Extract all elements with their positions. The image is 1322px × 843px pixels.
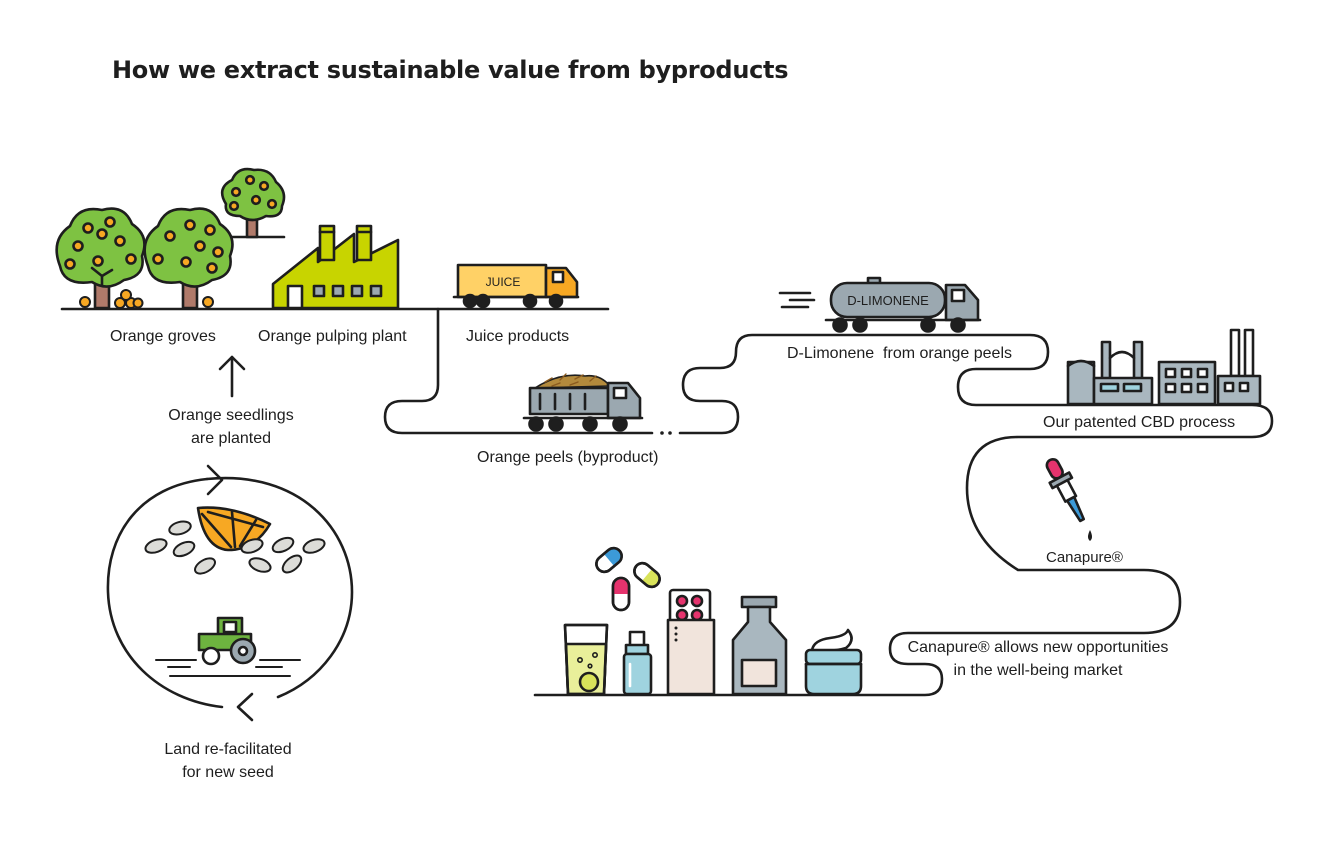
label-seedlings: Orange seedlings are planted [150, 404, 312, 450]
label-land: Land re-facilitated for new seed [142, 738, 314, 784]
fallen-oranges [79, 289, 214, 309]
factory-icon [271, 224, 400, 310]
label-canapure: Canapure® [1046, 549, 1123, 566]
label-d-limonene: D-Limonene from orange peels [787, 345, 1013, 362]
cycle-arrow-icon [106, 464, 354, 722]
label-opportunities: Canapure® allows new opportunities in th… [902, 636, 1174, 682]
arrow-up-icon [218, 355, 246, 398]
pills-icon [595, 546, 661, 612]
orange-tree-icon [220, 167, 286, 239]
blister-pack-icon [666, 588, 716, 696]
peel-truck-icon [522, 373, 644, 432]
dot-2 [668, 431, 672, 435]
spray-bottle-icon [622, 630, 653, 696]
glass-icon [563, 623, 609, 696]
tanker-truck-label: D-LIMONENE [847, 293, 929, 308]
dot-1 [660, 431, 664, 435]
label-seedlings-line2: are planted [190, 430, 272, 447]
label-seedlings-line1: Orange seedlings [168, 407, 294, 424]
drop-icon [1088, 530, 1092, 541]
bottle-icon [731, 595, 788, 696]
cream-jar-icon [804, 628, 863, 696]
dropper-icon [1045, 457, 1086, 523]
juice-truck-label: JUICE [486, 275, 521, 289]
label-juice-products: Juice products [466, 328, 570, 345]
page-title: How we extract sustainable value from by… [112, 56, 789, 84]
label-land-line1: Land re-facilitated [164, 741, 292, 758]
label-orange-peels: Orange peels (byproduct) [477, 449, 659, 466]
label-land-line2: for new seed [182, 764, 274, 781]
label-pulping-plant: Orange pulping plant [258, 328, 407, 345]
orange-tree-icon [55, 207, 146, 310]
label-orange-groves: Orange groves [110, 328, 216, 345]
tanker-truck-icon: D-LIMONENE [778, 276, 982, 333]
tractor-icon [155, 616, 301, 677]
label-opportunities-line2: in the well-being market [953, 662, 1123, 679]
refinery-icon [1066, 328, 1262, 406]
label-cbd-process: Our patented CBD process [1043, 414, 1236, 431]
seed-icon [144, 520, 326, 575]
path-segment-peels [383, 307, 654, 435]
orange-tree-icon [143, 207, 234, 310]
label-opportunities-line1: Canapure® allows new opportunities [907, 639, 1169, 656]
juice-truck-icon: JUICE [452, 263, 580, 309]
